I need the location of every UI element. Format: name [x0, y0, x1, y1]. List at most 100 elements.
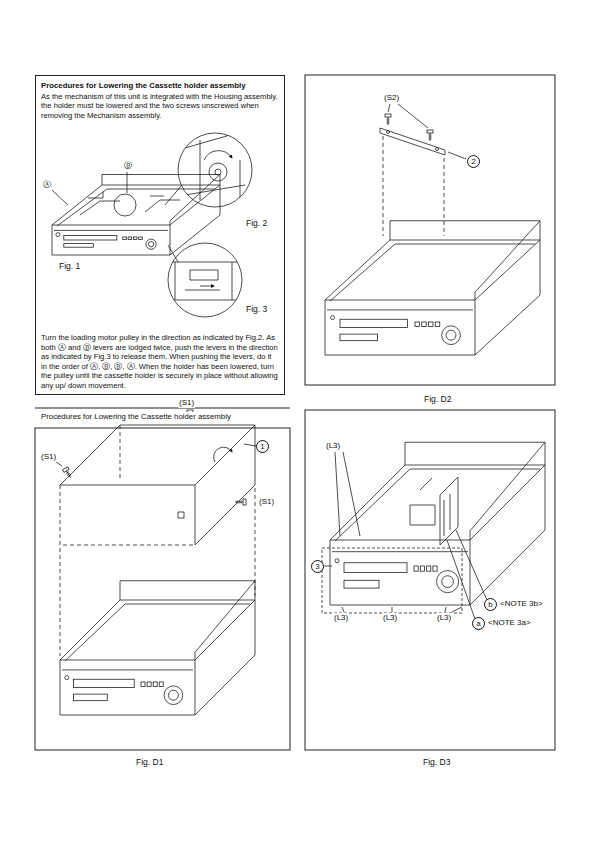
note-reference: <NOTE 3a>	[487, 618, 532, 628]
jog-knob	[164, 686, 183, 705]
lower-housing	[330, 442, 545, 605]
screw-shaft	[65, 470, 72, 478]
cassette-slot	[340, 319, 408, 327]
push-arrow	[200, 286, 214, 287]
jog-knob	[442, 576, 454, 588]
callout-number: 3	[311, 560, 324, 573]
jog-knob	[146, 239, 156, 249]
front-button	[433, 566, 437, 571]
screw-shaft	[429, 133, 432, 141]
housing-line	[195, 600, 255, 715]
hook-label: (L3)	[382, 613, 398, 623]
housing-line	[52, 185, 220, 225]
screw-label: (S1)	[40, 452, 57, 462]
cassette-slot	[64, 236, 117, 241]
front-button	[147, 682, 151, 686]
housing-line	[195, 581, 255, 660]
housing-line	[65, 604, 250, 661]
jog-knob	[148, 242, 153, 247]
cover-hole	[178, 512, 184, 518]
power-button	[65, 676, 69, 680]
slide-arrow	[214, 447, 232, 462]
hook-label: (L3)	[436, 613, 452, 623]
front-button	[414, 566, 418, 571]
front-button	[429, 322, 434, 326]
bracket-hole	[387, 131, 390, 134]
housing-line	[54, 230, 168, 231]
turn-arrow	[204, 151, 232, 160]
callout-letter: Ⓑ	[123, 161, 133, 171]
top-cover	[195, 425, 255, 545]
mechanism-part	[410, 478, 435, 525]
instruction-text: Turn the loading motor pulley in the dir…	[41, 333, 279, 390]
front-button	[123, 237, 127, 239]
housing-line	[60, 600, 255, 660]
motor-pulley	[215, 169, 221, 175]
screw-label: (S2)	[383, 93, 400, 103]
housing-line	[475, 240, 540, 355]
screw-s2	[385, 114, 391, 125]
hook-label: (L3)	[333, 613, 349, 623]
mechanism-board	[440, 477, 458, 545]
callout-letter: b	[484, 598, 497, 611]
display-window	[340, 334, 378, 341]
magnifier-circle	[178, 133, 252, 207]
housing-line	[405, 442, 545, 465]
top-cover	[60, 425, 255, 485]
lever-detail	[168, 262, 240, 300]
callout-number: 2	[467, 155, 480, 168]
line-art	[335, 452, 360, 536]
housing-line	[62, 669, 193, 670]
instruction-text: As the mechanism of this unit is integra…	[41, 92, 279, 120]
front-button	[141, 682, 145, 686]
head-drum	[114, 194, 136, 216]
lower-housing	[325, 221, 540, 355]
bracket-hole	[436, 148, 439, 151]
front-button	[128, 237, 132, 239]
hook-label: (L3)	[325, 441, 341, 451]
lower-housing	[60, 581, 255, 715]
front-button	[159, 682, 163, 686]
housing-line	[330, 465, 545, 540]
bracket	[380, 128, 445, 155]
assembly-line	[60, 488, 255, 656]
section-title: Procedures for Lowering the Cassette hol…	[41, 81, 279, 91]
jog-knob	[168, 690, 178, 700]
mechanism-line	[168, 262, 240, 300]
jog-knob	[437, 571, 459, 593]
magnifier-circle	[168, 243, 242, 317]
front-button	[435, 322, 440, 326]
panel-frame	[305, 410, 555, 750]
line-art	[165, 186, 181, 262]
line-art	[447, 530, 487, 619]
housing-line	[60, 660, 195, 715]
figure-caption: Fig. D3	[422, 757, 451, 767]
figure-caption: Fig. D2	[423, 394, 452, 404]
top-cover-hidden	[60, 425, 195, 545]
housing-line	[470, 442, 545, 540]
cassette-slot	[344, 563, 407, 573]
callout-letter: Ⓐ	[42, 180, 52, 190]
housing-line	[52, 225, 170, 255]
cassette-slot	[74, 679, 135, 687]
screw-head	[62, 467, 69, 473]
screw-head	[243, 499, 246, 505]
line-art	[56, 444, 256, 466]
mechanism-line	[178, 135, 252, 200]
line-art	[52, 104, 545, 715]
jog-knob	[442, 326, 461, 345]
front-button	[133, 237, 137, 239]
line-art	[388, 104, 466, 159]
power-button	[335, 559, 339, 563]
housing-line	[330, 244, 535, 301]
screw-label: (S1)	[258, 497, 275, 507]
panel-frames	[35, 75, 555, 750]
screw-shaft	[235, 501, 243, 504]
front-button	[153, 682, 157, 686]
figure-caption: Fig. D1	[135, 757, 164, 767]
front-panel	[322, 548, 462, 613]
pulley-detail	[178, 135, 252, 200]
housing-line	[335, 469, 540, 541]
panel-frame	[35, 428, 290, 750]
